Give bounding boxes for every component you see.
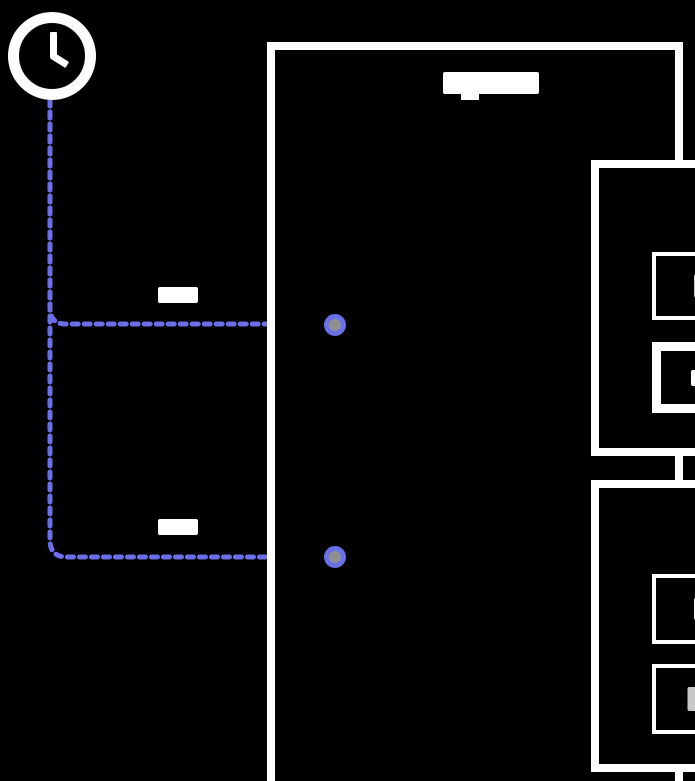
connector-port-1[interactable] — [324, 314, 346, 336]
workflow-panel — [267, 42, 695, 781]
clock-icon — [8, 12, 96, 100]
clock-hand-minute-icon — [50, 32, 57, 58]
step-box-2b[interactable] — [652, 664, 695, 734]
stage-card-2[interactable] — [591, 480, 695, 772]
step-box-1a[interactable] — [652, 252, 695, 320]
edge-label-1 — [158, 287, 198, 303]
step-box-1b-label — [691, 369, 695, 386]
stage-card-1[interactable] — [591, 160, 695, 456]
page-title — [443, 72, 539, 94]
edge-label-2 — [158, 519, 198, 535]
page-title-underline — [461, 94, 479, 100]
step-box-1b[interactable] — [652, 342, 695, 413]
connector-port-2[interactable] — [324, 546, 346, 568]
step-box-2a[interactable] — [652, 574, 695, 644]
trigger-node[interactable] — [8, 12, 96, 100]
step-box-2b-label — [687, 687, 695, 711]
